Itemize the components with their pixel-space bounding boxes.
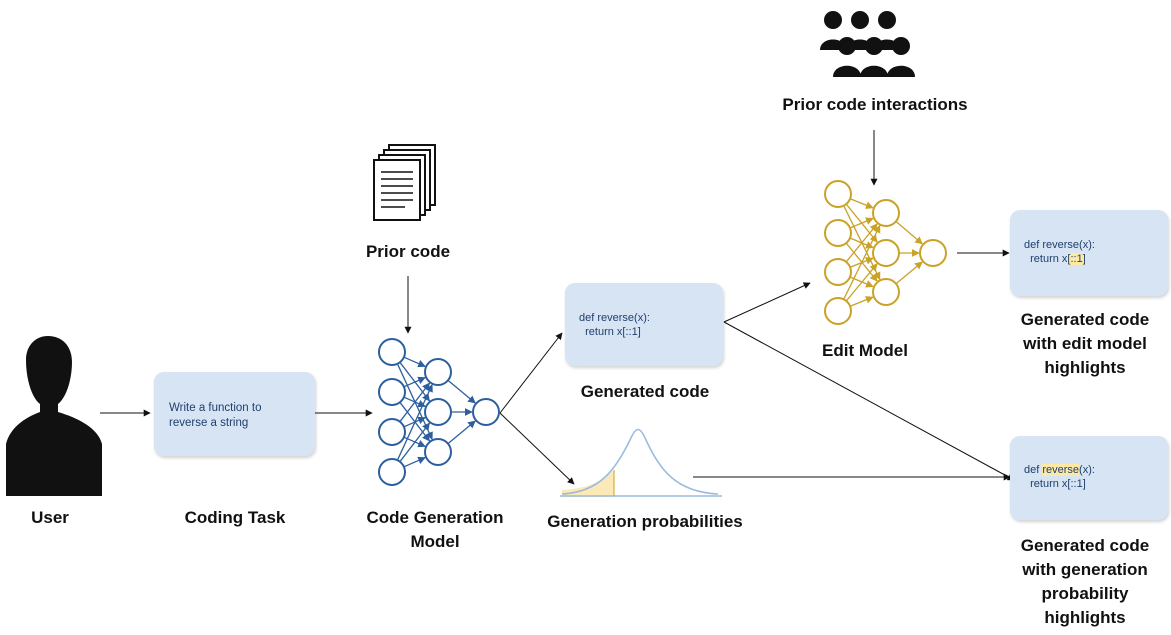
label-prior-code: Prior code	[365, 242, 451, 261]
edit-code-highlight: [::1]	[1067, 253, 1086, 265]
network-edge	[399, 382, 430, 423]
network-edge	[403, 456, 426, 468]
network-edge	[403, 376, 426, 388]
label-prob-output-line-2: with generation	[1022, 560, 1148, 579]
network-edge	[845, 263, 878, 302]
network-edge	[849, 198, 874, 209]
label-code-generation-model-line-1: Code Generation	[366, 508, 504, 527]
generated-code-box	[565, 283, 723, 366]
network-node	[424, 438, 452, 466]
label-code-generation-model-line-2: Model	[410, 532, 460, 551]
prob-highlights-code-text: def reverse(x): return x[::1]	[1024, 463, 1095, 491]
arrow-model-to-probabilities	[499, 412, 575, 485]
network-edge	[895, 220, 923, 245]
code-generation-network-icon	[378, 338, 500, 486]
network-node	[378, 458, 406, 486]
prob-highlights-code-box	[1010, 436, 1168, 520]
user-icon	[6, 336, 102, 496]
arrow-model-to-generated	[499, 332, 563, 414]
network-node	[872, 278, 900, 306]
network-node	[919, 239, 947, 267]
network-edge	[396, 384, 433, 461]
network-node	[424, 358, 452, 386]
network-edge	[849, 296, 874, 307]
network-node	[472, 398, 500, 426]
network-node	[378, 378, 406, 406]
arrow-generated-to-prob-output	[723, 321, 1015, 481]
edit-highlights-code-box	[1010, 210, 1168, 296]
label-generated-code: Generated code	[580, 382, 710, 401]
network-node	[872, 199, 900, 227]
label-prob-output-line-1: Generated code	[1020, 536, 1150, 555]
connector-arrows	[100, 130, 1015, 485]
network-node	[424, 398, 452, 426]
label-prob-highlights-output: Generated code with generation probabili…	[1000, 534, 1170, 630]
generated-code-text: def reverse(x): return x[::1]	[579, 311, 650, 339]
coding-task-box	[154, 372, 315, 456]
prob-code-line-1-pre: def	[1024, 464, 1043, 476]
edit-code-line-2-pre: return x	[1024, 253, 1068, 265]
network-node	[872, 239, 900, 267]
network-edge	[845, 223, 878, 263]
document-stack-icon	[373, 144, 436, 221]
network-node	[824, 297, 852, 325]
label-edit-highlights-output: Generated code with edit model highlight…	[1000, 308, 1170, 380]
label-user: User	[31, 508, 69, 527]
edit-model-network-icon	[824, 180, 947, 325]
label-coding-task: Coding Task	[184, 508, 286, 527]
prob-code-line-2: return x[::1]	[1024, 478, 1086, 490]
network-edge	[849, 217, 874, 229]
edit-code-line-2: return x[::1]	[1024, 252, 1095, 266]
label-edit-model: Edit Model	[822, 341, 908, 360]
prob-code-line-1: def reverse(x):	[1024, 463, 1095, 477]
network-edge	[843, 224, 881, 300]
probability-curve-icon	[560, 428, 722, 497]
network-edge	[447, 420, 476, 445]
coding-task-text: Write a function to reverse a string	[169, 401, 261, 431]
label-prob-output-line-3: probability	[1041, 584, 1129, 603]
prob-code-line-1-post: (x):	[1079, 464, 1095, 476]
arrow-generated-to-edit	[723, 282, 811, 323]
network-edge	[895, 261, 923, 285]
label-prior-code-interactions: Prior code interactions	[782, 95, 968, 114]
network-node	[824, 180, 852, 208]
network-node	[824, 258, 852, 286]
network-edge	[447, 379, 476, 404]
people-group-icon	[820, 11, 915, 77]
label-code-generation-model: Code Generation Model	[340, 506, 530, 554]
generated-code-line-2: return x[::1]	[579, 326, 641, 338]
network-node	[378, 418, 406, 446]
prob-code-highlight: reverse	[1042, 464, 1080, 476]
label-edit-output-line-2: with edit model	[1023, 334, 1147, 353]
label-generation-probabilities: Generation probabilities	[547, 512, 743, 531]
label-prob-output-line-4: highlights	[1044, 608, 1126, 627]
coding-task-line-1: Write a function to	[169, 402, 262, 414]
network-node	[824, 219, 852, 247]
label-edit-output-line-1: Generated code	[1020, 310, 1150, 329]
generated-code-line-1: def reverse(x):	[579, 312, 650, 324]
network-node	[378, 338, 406, 366]
label-edit-output-line-3: highlights	[1044, 358, 1126, 377]
edit-code-line-1: def reverse(x):	[1024, 239, 1095, 251]
coding-task-line-2: reverse a string	[169, 417, 249, 429]
network-edge	[403, 356, 426, 368]
network-edge	[399, 422, 430, 463]
edit-highlights-code-text: def reverse(x): return x[::1]	[1024, 238, 1095, 266]
